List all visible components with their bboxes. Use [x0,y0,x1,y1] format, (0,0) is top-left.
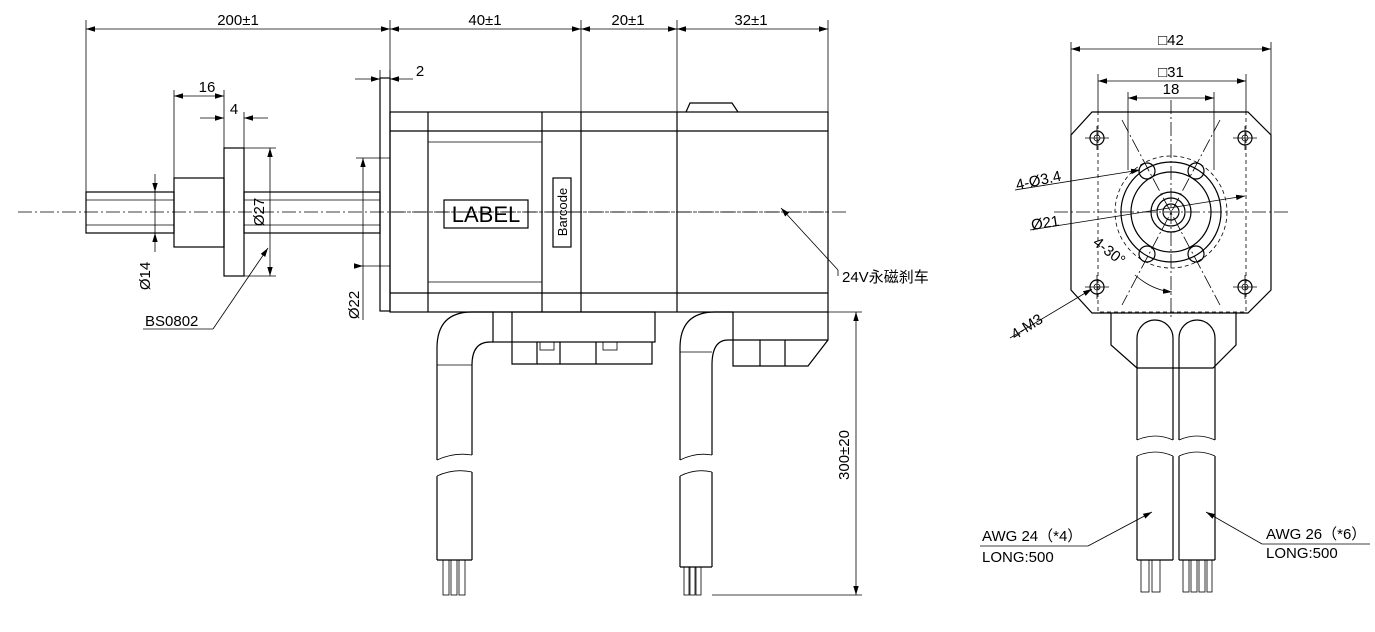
dim-dia22: Ø22 [346,157,390,320]
awg24-label: AWG 24（*4） [982,528,1082,545]
brake-label: 24V永磁刹车 [842,269,929,286]
right-cable [679,311,733,596]
dim-sq42: □42 [1158,32,1184,49]
barcode-text: Barcode [555,188,570,236]
cable-bracket [1110,313,1237,369]
dim-2: 2 [416,63,424,80]
awg-right: AWG 26（*6） LONG:500 [1205,511,1370,562]
dim-20: 20±1 [611,12,644,29]
dim-angle: 4-30° [1090,234,1129,270]
label-text: LABEL [452,202,521,227]
dim-m3: 4-M3 [1008,311,1046,344]
front-cables [1136,319,1216,593]
left-cable [436,311,493,596]
dim-32: 32±1 [734,12,767,29]
dim-dia27: Ø27 [244,147,276,277]
awg-left: AWG 24（*4） LONG:500 [980,511,1153,566]
label-box [443,199,529,229]
dim-16: 16 [199,79,216,96]
dim-18: 18 [1163,81,1180,98]
awg26-label: AWG 26（*6） [1266,526,1366,543]
dim-27: Ø27 [251,198,268,226]
side-view: LABEL Barcode [18,12,929,596]
dim-4: 4 [230,101,238,118]
front-flange [379,77,391,312]
long-right-label: LONG:500 [1266,545,1338,562]
lead-screw [85,191,381,234]
dim-300: 300±20 [836,430,853,480]
barcode-box [552,177,572,248]
dim-14: Ø14 [137,262,154,290]
top-dimensions: 200±1 40±1 20±1 32±1 [85,12,829,192]
nut-leader: BS0802 [143,247,269,330]
brake-leader: 24V永磁刹车 [780,207,929,286]
nut-label: BS0802 [145,313,198,330]
connectors [492,311,829,367]
front-view: □42 □31 18 4-Ø3.4 Ø21 4-30° 4-M3 [980,32,1370,593]
dim-21: Ø21 [1030,213,1061,234]
dim-cable-length: 300±20 [712,311,862,596]
dim-holes: 4-Ø3.4 [1014,168,1062,194]
dim-200: 200±1 [217,12,259,29]
screw-nut [173,147,245,277]
front-square [1070,111,1272,314]
dim-40: 40±1 [468,12,501,29]
dim-flange: 2 [355,63,424,82]
dim-22: Ø22 [346,291,363,319]
dim-sq31: □31 [1158,64,1184,81]
dim-nut: 16 4 [173,79,268,178]
dim-dia14: Ø14 [137,174,168,290]
long-left-label: LONG:500 [982,549,1054,566]
